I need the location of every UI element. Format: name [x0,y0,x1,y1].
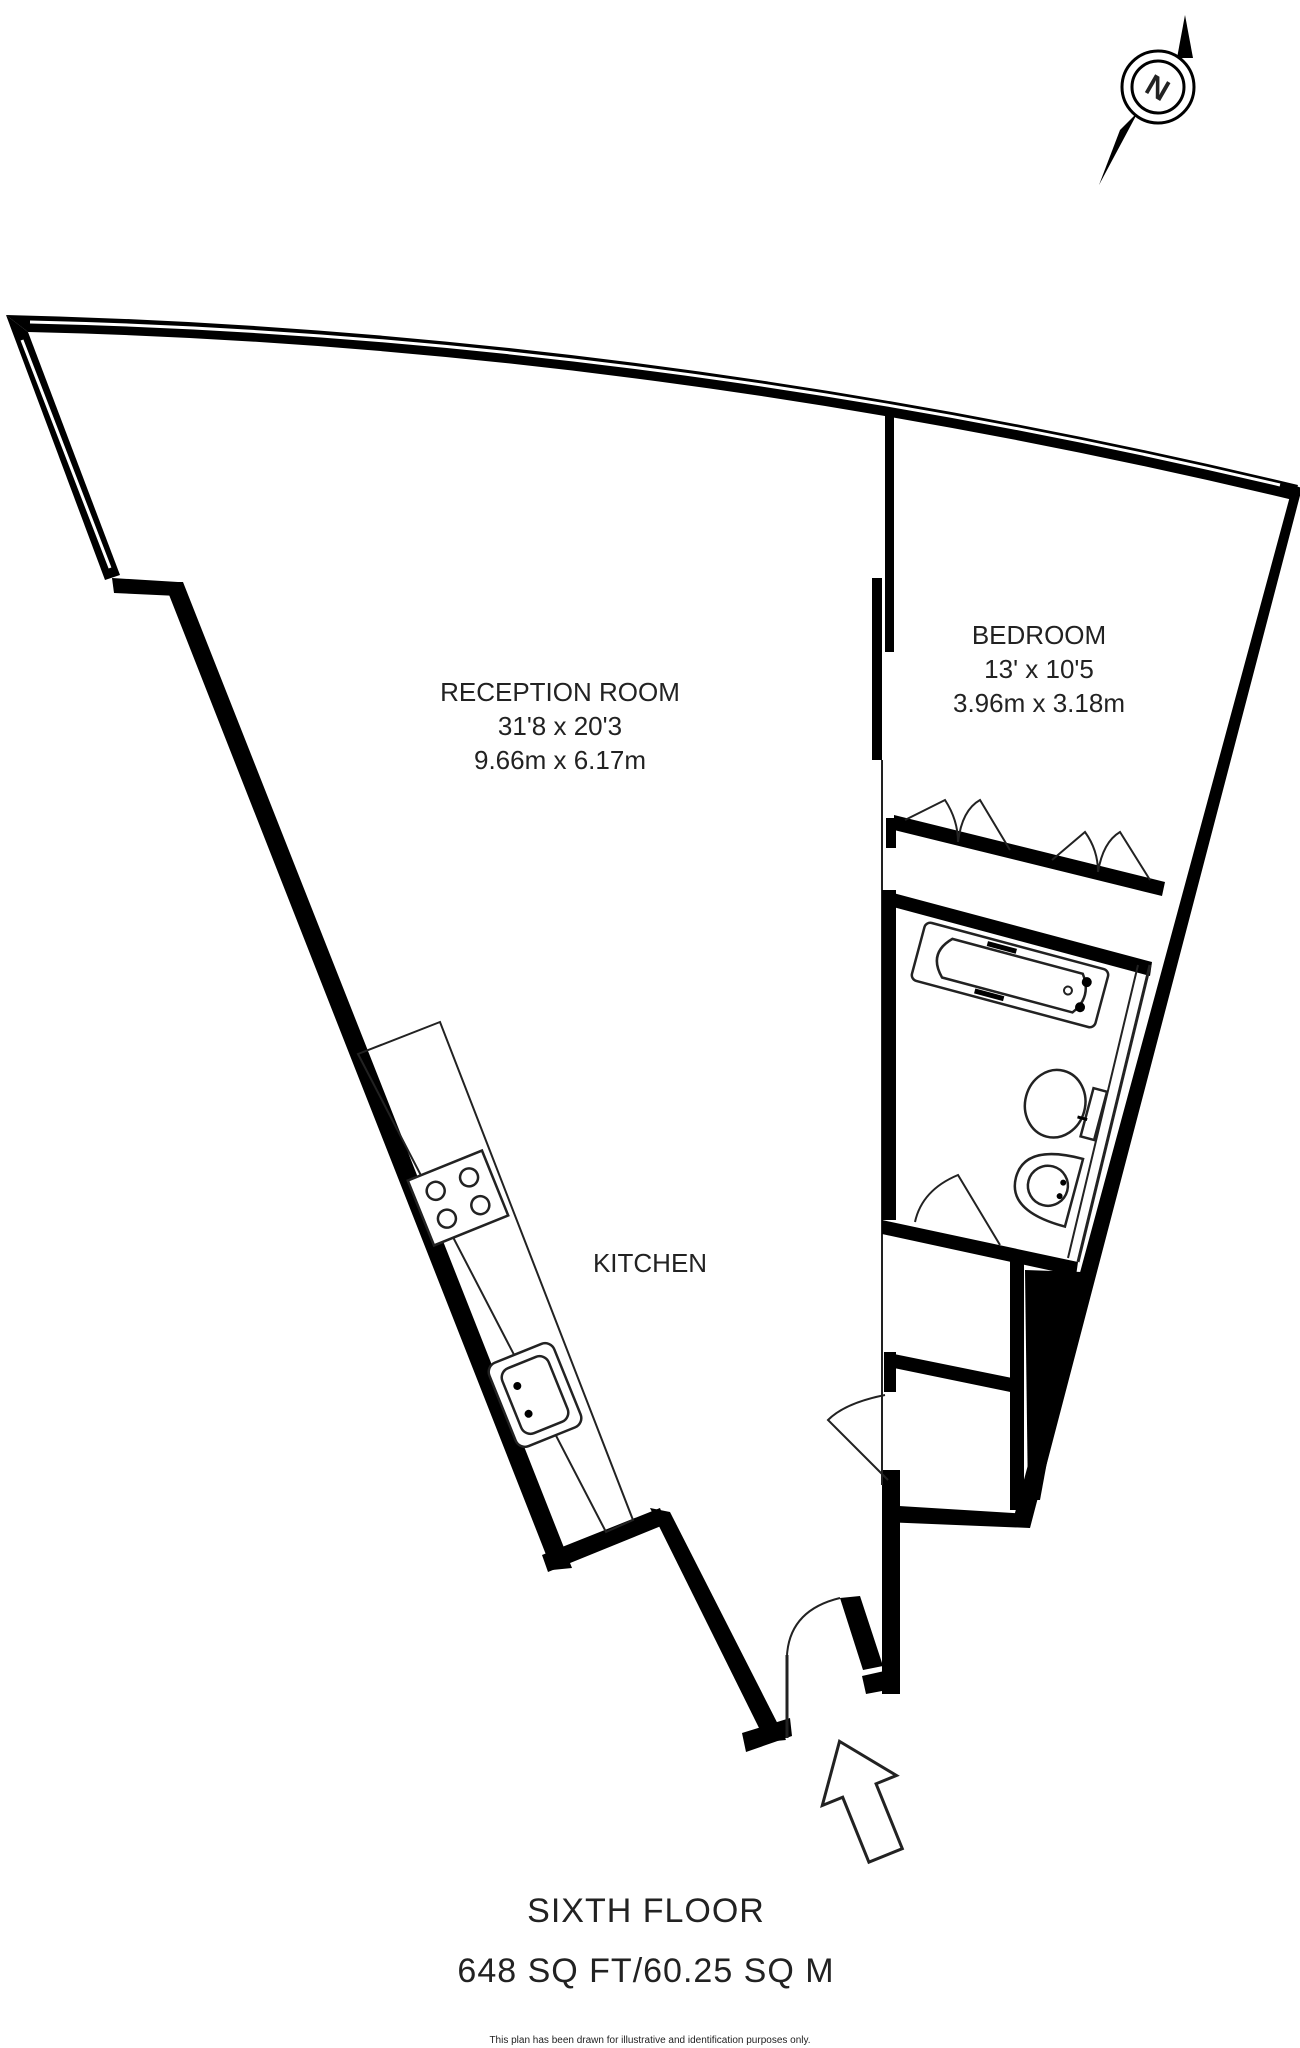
kitchen-sink-icon [487,1341,583,1449]
reception-room-metric: 9.66m x 6.17m [474,745,646,775]
basin-icon [1013,1152,1085,1229]
disclaimer-text: This plan has been drawn for illustrativ… [489,2035,810,2046]
bedroom-name: BEDROOM [972,620,1106,650]
reception-room-imperial: 31'8 x 20'3 [498,711,622,741]
reception-room-label: RECEPTION ROOM 31'8 x 20'3 9.66m x 6.17m [440,677,680,775]
bedroom-imperial: 13' x 10'5 [984,654,1094,684]
entrance-arrow-icon [820,1739,905,1865]
hob-icon [406,1148,510,1248]
exterior-walls [6,315,1300,1752]
reception-room-name: RECEPTION ROOM [440,677,680,707]
interior-walls [872,412,1165,1518]
entrance-door [785,1597,841,1738]
toilet-icon [1023,1068,1109,1142]
bathroom-door [914,1173,1001,1246]
kitchen-counter [356,1020,635,1534]
floor-name: SIXTH FLOOR [527,1892,765,1930]
bedroom-label: BEDROOM 13' x 10'5 3.96m x 3.18m [953,620,1125,718]
north-arrow-compass-icon: N [1099,15,1196,185]
floor-area: 648 SQ FT/60.25 SQ M [457,1952,834,1990]
bath-icon [910,921,1110,1029]
bedroom-metric: 3.96m x 3.18m [953,688,1125,718]
wardrobe-doors [904,798,1151,881]
cupboard-door [826,1394,889,1481]
kitchen-name: KITCHEN [593,1248,707,1278]
